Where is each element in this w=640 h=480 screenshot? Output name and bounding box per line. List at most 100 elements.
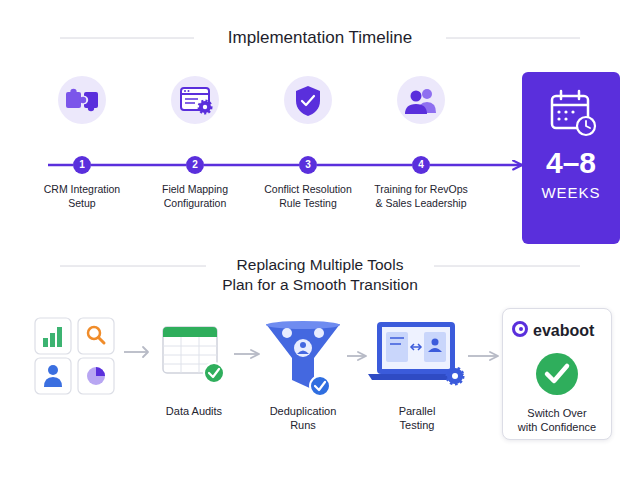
flow-arrow-head bbox=[143, 347, 148, 357]
browser-line bbox=[185, 102, 195, 104]
chart-bar bbox=[43, 338, 48, 347]
browser-icon bbox=[181, 88, 211, 113]
step-caption: Deduplication Runs bbox=[261, 404, 345, 432]
calendar-dot bbox=[557, 110, 560, 113]
timeline-stub bbox=[48, 164, 73, 167]
table-rule bbox=[163, 346, 217, 347]
process-step: Data Audits bbox=[158, 320, 230, 388]
person-body bbox=[428, 348, 442, 352]
flow-connector bbox=[204, 164, 299, 167]
person-body bbox=[297, 351, 309, 355]
logo-dot bbox=[519, 327, 523, 331]
clock-hands bbox=[586, 121, 590, 128]
table-rule bbox=[163, 364, 217, 365]
gear bbox=[447, 368, 463, 384]
person-head bbox=[422, 89, 432, 99]
duration-value: 4–8 bbox=[522, 146, 620, 180]
laptop-display bbox=[382, 327, 450, 369]
callout-number: 3 bbox=[299, 156, 317, 174]
funnel-rim bbox=[266, 321, 340, 329]
browser-dot bbox=[188, 90, 190, 92]
flow-connector bbox=[234, 353, 259, 355]
puzzle-piece bbox=[66, 92, 81, 108]
icon-circle bbox=[58, 76, 106, 124]
logo-ring bbox=[514, 323, 527, 336]
tool-tile bbox=[35, 318, 71, 354]
chart-bar bbox=[57, 327, 62, 347]
table-icon bbox=[163, 327, 224, 383]
person-body bbox=[405, 104, 427, 114]
calendar-dot bbox=[564, 117, 567, 120]
calendar-ring bbox=[578, 91, 581, 99]
funnel bbox=[266, 324, 340, 390]
puzzle-icon bbox=[66, 89, 98, 111]
icon-circle bbox=[284, 76, 332, 124]
table-rule bbox=[181, 337, 182, 373]
pie-slice bbox=[96, 367, 105, 376]
clock bbox=[577, 117, 595, 135]
check-mark bbox=[315, 382, 325, 390]
check-badge bbox=[204, 363, 224, 383]
calendar-bar bbox=[552, 104, 588, 107]
duration-unit: WEEKS bbox=[522, 184, 620, 202]
magnifier-handle bbox=[99, 338, 105, 344]
result-card: evabootSwitch Over with Confidence bbox=[502, 308, 612, 440]
person-head bbox=[432, 339, 439, 346]
puzzle-knob bbox=[80, 97, 86, 103]
person-badge bbox=[282, 328, 292, 338]
timeline-step: 1CRM Integration Setup bbox=[73, 156, 91, 174]
shield-icon bbox=[296, 86, 320, 116]
flow-connector bbox=[468, 355, 498, 357]
puzzle-notch bbox=[80, 96, 88, 104]
flow-connector bbox=[91, 164, 186, 167]
swap-arrow bbox=[411, 346, 421, 348]
step-label: CRM Integration Setup bbox=[32, 182, 132, 210]
diagram-title: Implementation Timeline bbox=[0, 28, 640, 48]
check-mark bbox=[547, 366, 567, 381]
check-mark bbox=[302, 96, 314, 105]
funnel-icon bbox=[266, 321, 340, 396]
swap-arrow bbox=[411, 344, 414, 350]
title-rule bbox=[60, 266, 206, 267]
person-head bbox=[411, 91, 422, 102]
person-body bbox=[418, 102, 436, 113]
calendar-ring bbox=[560, 91, 563, 99]
gear-hole bbox=[203, 105, 207, 109]
check-badge bbox=[310, 376, 330, 396]
calendar-dot bbox=[571, 110, 574, 113]
icon-circle bbox=[397, 76, 445, 124]
tool-tiles bbox=[35, 318, 114, 394]
laptop-base bbox=[368, 374, 464, 380]
screen-pane bbox=[386, 332, 408, 362]
person-head bbox=[48, 365, 58, 375]
puzzle-knob bbox=[70, 89, 76, 95]
puzzle-piece bbox=[84, 92, 98, 108]
flow-connector bbox=[347, 355, 366, 357]
person-badge bbox=[314, 328, 324, 338]
flow-connector bbox=[317, 164, 412, 167]
table-rule bbox=[163, 355, 217, 356]
flow-arrow bbox=[124, 351, 148, 353]
chart-bar bbox=[50, 333, 55, 347]
people-icon bbox=[405, 89, 436, 114]
browser-bar bbox=[181, 93, 209, 95]
icon-circle bbox=[171, 76, 219, 124]
title-rule bbox=[434, 266, 580, 267]
browser-dot bbox=[184, 90, 186, 92]
puzzle-knob bbox=[88, 105, 94, 111]
step-caption: Switch Over with Confidence bbox=[517, 406, 597, 434]
table-rule bbox=[199, 337, 200, 373]
pie-chart bbox=[87, 367, 105, 385]
timeline-step: 3Conflict Resolution Rule Testing bbox=[299, 156, 317, 174]
evaboot-mark bbox=[514, 323, 579, 396]
calendar-icon bbox=[552, 91, 595, 135]
brand-name: evaboot bbox=[533, 321, 607, 341]
callout-number: 1 bbox=[73, 156, 91, 174]
tool-tile bbox=[78, 358, 114, 394]
timeline-step: 4Training for RevOps & Sales Leadership bbox=[412, 156, 430, 174]
process-step: Deduplication Runs bbox=[263, 320, 343, 392]
swap-arrow bbox=[418, 344, 421, 350]
magnifier-lens bbox=[88, 327, 100, 339]
